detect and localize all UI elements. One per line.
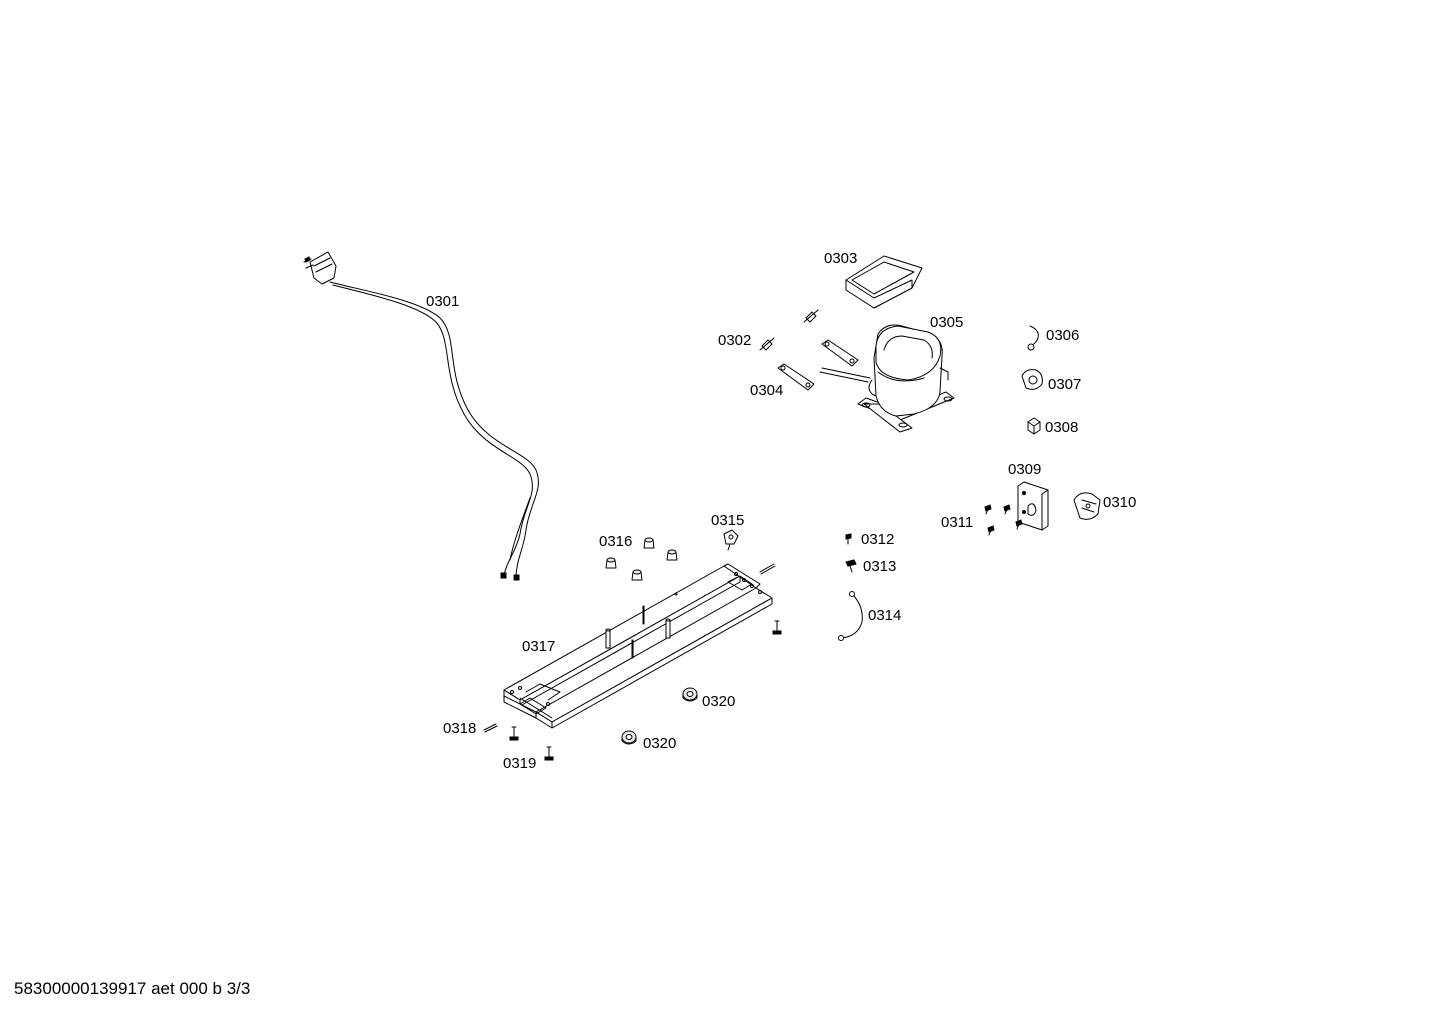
part-0303-drip-tray xyxy=(845,255,923,309)
part-0313-clip xyxy=(845,559,857,573)
part-0312-screw xyxy=(845,533,852,545)
label-0319: 0319 xyxy=(503,755,536,772)
label-0309: 0309 xyxy=(1008,461,1041,478)
label-0304: 0304 xyxy=(750,382,783,399)
label-0317: 0317 xyxy=(522,638,555,655)
label-0305: 0305 xyxy=(930,314,963,331)
part-0305-compressor xyxy=(819,324,955,433)
label-0310: 0310 xyxy=(1103,494,1136,511)
part-0307-relay xyxy=(1021,369,1043,390)
document-id-footer: 58300000139917 aet 000 b 3/3 xyxy=(14,979,251,998)
label-0320-upper: 0320 xyxy=(702,693,735,710)
label-0303: 0303 xyxy=(824,250,857,267)
label-0306: 0306 xyxy=(1046,327,1079,344)
label-0307: 0307 xyxy=(1048,376,1081,393)
part-0308-nut xyxy=(1027,417,1041,435)
part-0319-screws xyxy=(509,620,782,761)
label-0312: 0312 xyxy=(861,531,894,548)
part-0309-mounting-plate xyxy=(1017,481,1049,531)
part-0310-protector xyxy=(1073,492,1101,520)
label-0320-lower: 0320 xyxy=(643,735,676,752)
label-0318: 0318 xyxy=(443,720,476,737)
part-0320-washers xyxy=(621,687,698,745)
part-0314-wire xyxy=(838,591,863,641)
label-0308: 0308 xyxy=(1045,419,1078,436)
part-0316-rubber-feet xyxy=(605,537,678,581)
label-0313: 0313 xyxy=(863,558,896,575)
part-0306-wire xyxy=(1027,325,1039,351)
label-0316: 0316 xyxy=(599,533,632,550)
part-0302-clips xyxy=(759,309,819,351)
part-0315-fitting xyxy=(723,529,739,551)
part-0318-pin xyxy=(483,723,498,733)
part-0311-screws xyxy=(984,504,1023,536)
part-0301-power-cord xyxy=(303,251,539,581)
label-0301: 0301 xyxy=(426,293,459,310)
part-0304-brackets xyxy=(777,339,859,391)
part-0317-base-rails xyxy=(503,563,776,729)
label-0302: 0302 xyxy=(718,332,751,349)
label-0314: 0314 xyxy=(868,607,901,624)
part-labels: 0301 0302 0303 0304 0305 0306 0307 0308 … xyxy=(426,250,1136,772)
label-0315: 0315 xyxy=(711,512,744,529)
label-0311: 0311 xyxy=(941,514,973,531)
